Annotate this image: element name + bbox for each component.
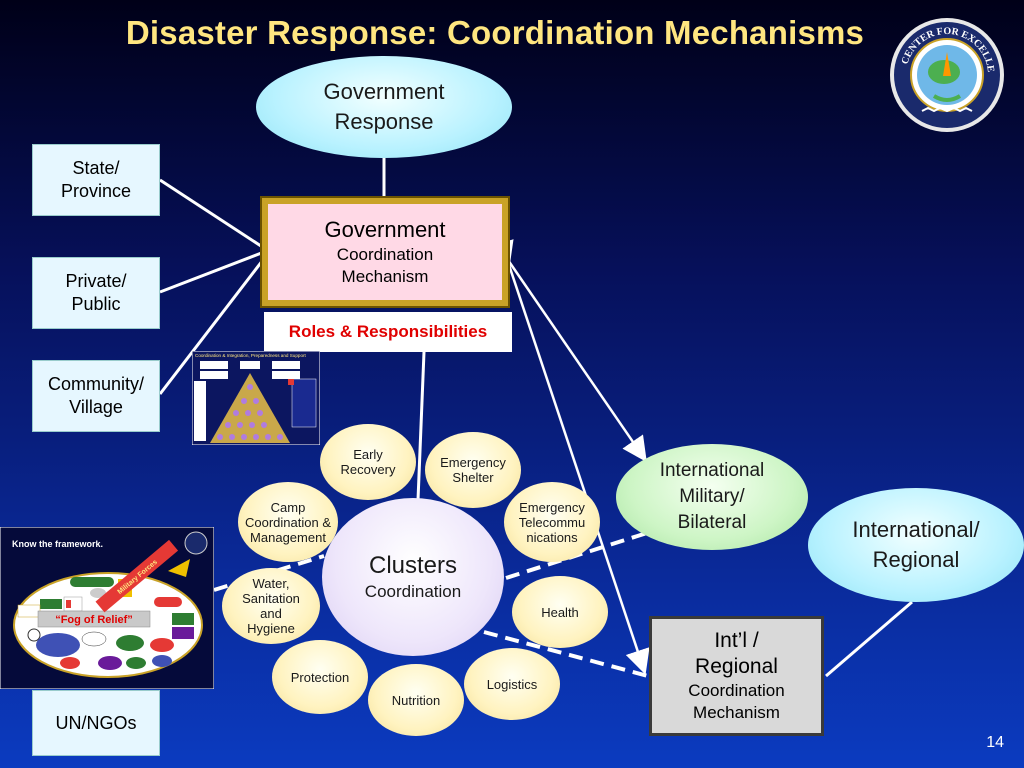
gov-response-line2: Response — [334, 109, 434, 134]
camp-line2: Coordination & — [245, 514, 331, 530]
state-line2: Province — [60, 181, 132, 201]
arrow-gov-intlcoord — [489, 239, 650, 675]
line-community — [158, 255, 268, 395]
private-line2: Public — [71, 294, 121, 314]
government-coordination-box: Government Coordination Mechanism — [260, 196, 510, 308]
line-roles-clusters — [416, 351, 426, 501]
telecom-line1: Emergency — [519, 499, 585, 515]
community-line2: Village — [69, 397, 123, 417]
intl-military-line1: International — [659, 460, 765, 481]
clusters-line2: Coordination — [364, 582, 462, 601]
wash-line3: and — [260, 606, 282, 621]
private-public-box: Private/ Public — [32, 257, 160, 329]
intl-coord-line3: Coordination — [688, 681, 785, 700]
cluster-emergency-telecommunications: Emergency Telecommu nications — [504, 482, 600, 562]
cluster-health: Health — [512, 576, 608, 648]
pyramid-inset-image: Coordination & Integration, Preparedness… — [192, 351, 320, 445]
wash-line4: Hygiene — [247, 621, 295, 636]
gov-response-line1: Government — [323, 79, 445, 104]
wash-line2: Sanitation — [242, 591, 300, 606]
intl-coord-line4: Mechanism — [693, 703, 780, 722]
center-for-excellence-seal-icon: CENTER FOR EXCELLENCE — [888, 16, 1004, 132]
telecom-line3: nications — [526, 529, 578, 545]
pyramid-inset-title: Coordination & Integration, Preparedness… — [195, 353, 307, 358]
page-number: 14 — [986, 734, 1004, 751]
intl-military-line3: Bilateral — [677, 512, 747, 533]
state-province-box: State/ Province — [32, 144, 160, 216]
international-regional-ellipse: International/ Regional — [808, 488, 1024, 602]
health-label: Health — [541, 604, 579, 620]
camp-line3: Management — [250, 529, 326, 545]
intl-regional-line2: Regional — [872, 547, 960, 572]
community-village-box: Community/ Village — [32, 360, 160, 432]
intl-regional-line1: International/ — [852, 517, 980, 542]
framework-inset-image: Know the framework. “Fog of Relief” Mili… — [0, 527, 214, 689]
community-line1: Community/ — [47, 374, 145, 394]
dash-clusters-intlcoord — [483, 630, 649, 678]
line-private — [159, 250, 265, 294]
shelter-line2: Shelter — [452, 470, 494, 485]
intl-coord-line2: Regional — [695, 655, 778, 678]
roles-responsibilities-label: Roles & Responsibilities — [264, 312, 512, 352]
gov-coord-line2: Coordination — [336, 245, 434, 264]
state-line1: State/ — [72, 158, 120, 178]
line-state — [159, 178, 265, 250]
intl-military-line2: Military/ — [679, 486, 745, 507]
framework-heading: Know the framework. — [12, 539, 103, 549]
logistics-label: Logistics — [486, 676, 538, 692]
cluster-early-recovery: Early Recovery — [320, 424, 416, 500]
line-regional-intlcoord — [825, 600, 913, 678]
camp-line1: Camp — [270, 499, 306, 515]
cluster-logistics: Logistics — [464, 648, 560, 720]
wash-line1: Water, — [252, 576, 290, 591]
international-military-bilateral-ellipse: International Military/ Bilateral — [616, 444, 808, 550]
private-line1: Private/ — [65, 271, 127, 291]
early-recovery-line2: Recovery — [340, 462, 396, 477]
clusters-coordination-ellipse: Clusters Coordination — [322, 498, 504, 656]
un-ngos-box: UN/NGOs — [32, 690, 160, 756]
cluster-nutrition: Nutrition — [368, 664, 464, 736]
gov-coord-line3: Mechanism — [341, 267, 429, 286]
clusters-line1: Clusters — [368, 552, 458, 579]
gov-coord-line1: Government — [324, 217, 446, 242]
government-response-ellipse: Government Response — [256, 56, 512, 158]
cluster-water-sanitation-hygiene: Water, Sanitation and Hygiene — [222, 568, 320, 644]
early-recovery-line1: Early — [353, 447, 383, 462]
intl-regional-coordination-box: Int’l / Regional Coordination Mechanism — [649, 616, 824, 736]
cluster-emergency-shelter: Emergency Shelter — [425, 432, 521, 508]
cluster-protection: Protection — [272, 640, 368, 714]
intl-coord-line1: Int’l / — [714, 629, 759, 652]
slide-title: Disaster Response: Coordination Mechanis… — [125, 14, 865, 51]
un-ngos-label: UN/NGOs — [55, 712, 137, 733]
cluster-camp-coordination: Camp Coordination & Management — [238, 482, 338, 562]
fog-of-relief-label: “Fog of Relief” — [55, 614, 133, 626]
arrow-gov-military — [486, 236, 647, 463]
shelter-line1: Emergency — [440, 455, 506, 470]
nutrition-label: Nutrition — [391, 692, 441, 708]
telecom-line2: Telecommu — [518, 514, 586, 530]
protection-label: Protection — [290, 669, 350, 685]
